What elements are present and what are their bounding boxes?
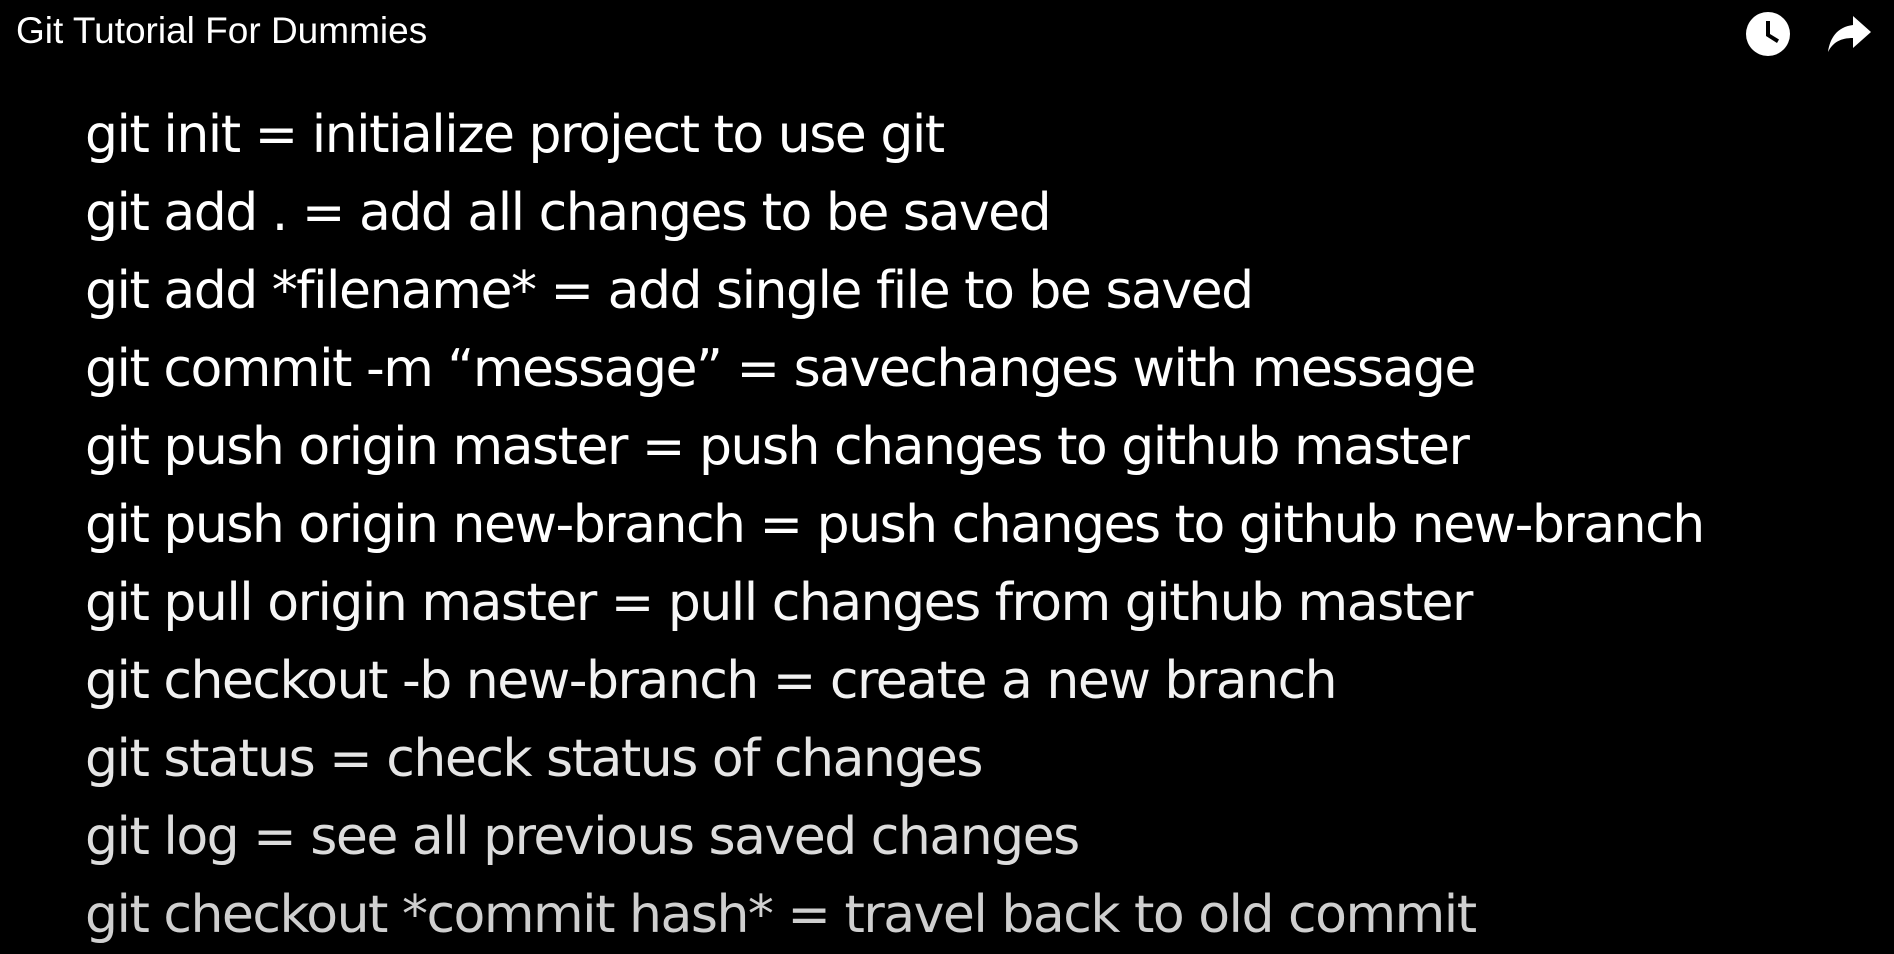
watch-later-button[interactable] xyxy=(1744,10,1792,58)
share-button[interactable] xyxy=(1826,10,1874,58)
command-line-git-push-master: git push origin master = push changes to… xyxy=(85,417,1470,477)
share-arrow-icon xyxy=(1828,16,1871,52)
clock-icon xyxy=(1746,12,1790,56)
command-line-git-add-file: git add *filename* = add single file to … xyxy=(85,261,1254,321)
video-title[interactable]: Git Tutorial For Dummies xyxy=(16,10,428,51)
command-line-git-init: git init = initialize project to use git xyxy=(85,105,945,165)
command-line-git-pull: git pull origin master = pull changes fr… xyxy=(85,573,1473,633)
command-line-git-push-branch: git push origin new-branch = push change… xyxy=(85,495,1705,555)
command-line-git-log: git log = see all previous saved changes xyxy=(85,807,1080,867)
command-line-git-status: git status = check status of changes xyxy=(85,729,983,789)
command-line-git-checkout-new: git checkout -b new-branch = create a ne… xyxy=(85,651,1338,711)
command-line-git-checkout-hash: git checkout *commit hash* = travel back… xyxy=(85,885,1477,945)
command-line-git-add-all: git add . = add all changes to be saved xyxy=(85,183,1052,243)
command-line-git-commit: git commit -m “message” = savechanges wi… xyxy=(85,339,1476,399)
slide-content: git init = initialize project to use git… xyxy=(85,96,1885,954)
video-header: Git Tutorial For Dummies xyxy=(0,0,1894,70)
